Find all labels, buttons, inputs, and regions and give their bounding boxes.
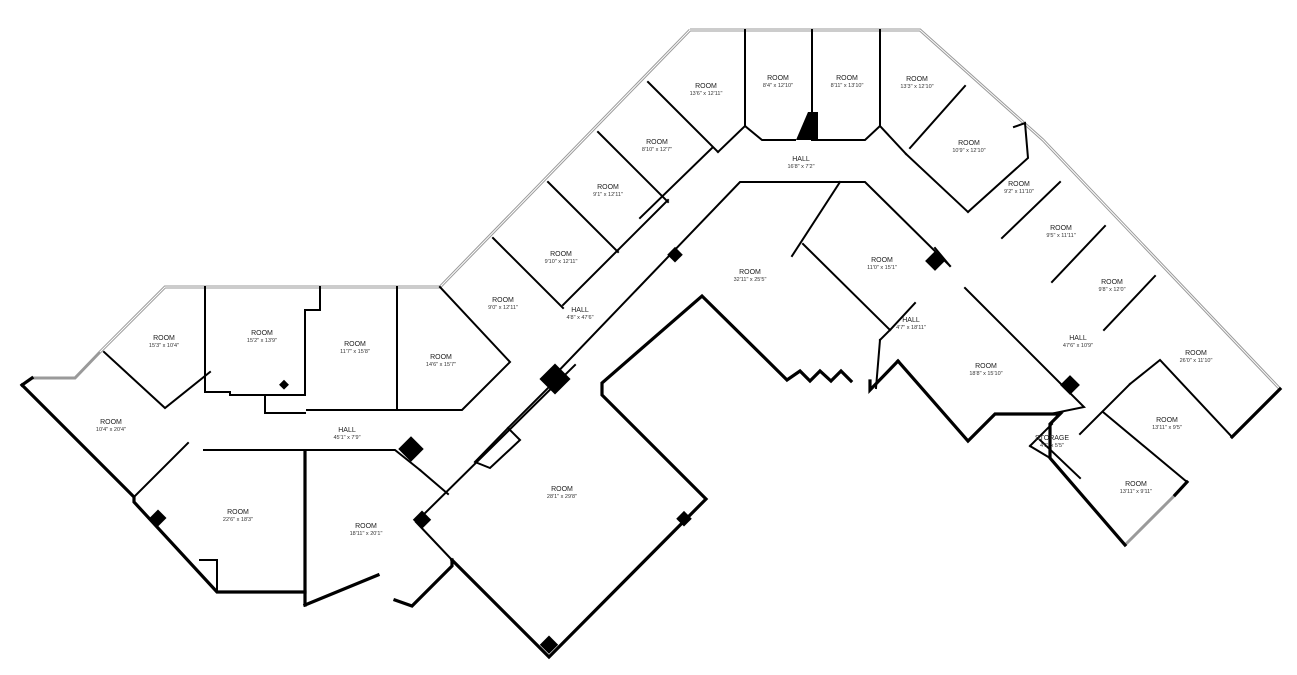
- room-dimension: 8'11" x 13'10": [831, 83, 864, 89]
- room-dimension: 8'10" x 12'7": [642, 147, 672, 153]
- room-dimension: 9'10" x 12'11": [545, 259, 578, 265]
- room-label: ROOM: [871, 257, 893, 264]
- room-dimension: 14'6" x 15'7": [426, 362, 456, 368]
- room-dimension: 13'11" x 9'11": [1120, 489, 1152, 495]
- room-label: ROOM: [695, 83, 717, 90]
- room-dimension: 18'8" x 15'10": [969, 371, 1002, 377]
- room-label: ROOM: [100, 419, 122, 426]
- hall-label: HALL: [792, 156, 810, 163]
- room-label: ROOM: [550, 251, 572, 258]
- room-dimension: 15'3" x 10'4": [149, 343, 179, 349]
- room-dimension: 26'0" x 11'10": [1180, 358, 1213, 364]
- storage-label: STORAGE: [1035, 435, 1069, 442]
- room-dimension: 9'8" x 12'0": [1098, 287, 1125, 293]
- room-dimension: 13'3" x 12'10": [900, 84, 933, 90]
- room-label: ROOM: [153, 335, 175, 342]
- room-dimension: 9'0" x 12'11": [488, 305, 518, 311]
- interior-walls: [102, 29, 1234, 593]
- room-label: ROOM: [975, 363, 997, 370]
- room-dimension: 13'6" x 12'11": [690, 91, 723, 97]
- room-label: ROOM: [958, 140, 980, 147]
- room-label: ROOM: [355, 523, 377, 530]
- hall-dimension: 47'6" x 10'9": [1063, 343, 1093, 349]
- room-label: ROOM: [1125, 481, 1147, 488]
- column-right: [1060, 375, 1080, 395]
- room-label: ROOM: [344, 341, 366, 348]
- column-left-hall: [398, 436, 424, 462]
- room-dimension: 13'11" x 9'5": [1152, 425, 1182, 431]
- room-dimension: 32'11" x 25'5": [734, 277, 767, 283]
- room-label: ROOM: [1101, 279, 1123, 286]
- room-dimension: 22'6" x 18'3": [223, 517, 253, 523]
- room-label: ROOM: [1050, 225, 1072, 232]
- column-core: [925, 251, 945, 271]
- room-label: ROOM: [767, 75, 789, 82]
- room-dimension: 10'9" x 12'10": [952, 148, 985, 154]
- room-dimension: 11'7" x 15'8": [340, 349, 370, 355]
- room-label: ROOM: [836, 75, 858, 82]
- column-bigroom-left: [412, 510, 432, 529]
- room-label: ROOM: [739, 269, 761, 276]
- column-top: [796, 112, 818, 140]
- room-label: ROOM: [251, 330, 273, 337]
- room-dimension: 15'2" x 13'9": [247, 338, 277, 344]
- hall-label: HALL: [338, 427, 356, 434]
- columns: [149, 112, 1080, 654]
- room-dimension: 9'2" x 11'10": [1004, 189, 1034, 195]
- hall-dimension: 16'8" x 7'2": [787, 164, 814, 170]
- room-label: ROOM: [1185, 350, 1207, 357]
- hall-dimension: 45'1" x 7'9": [333, 435, 360, 441]
- hall-dimension: 4'8" x 47'6": [566, 315, 593, 321]
- column-bigroom-right: [676, 510, 692, 527]
- column-hall: [667, 246, 683, 263]
- room-dimension: 18'11" x 20'1": [350, 531, 383, 537]
- room-label: ROOM: [597, 184, 619, 191]
- room-label: ROOM: [1156, 417, 1178, 424]
- storage-dimension: 4'6" x 5'5": [1040, 443, 1064, 449]
- room-label: ROOM: [227, 509, 249, 516]
- shaft-center: [539, 363, 571, 395]
- room-dimension: 10'4" x 20'4": [96, 427, 126, 433]
- room-label: ROOM: [646, 139, 668, 146]
- column-small: [279, 379, 289, 390]
- hall-label: HALL: [571, 307, 589, 314]
- room-label: ROOM: [492, 297, 514, 304]
- hall-label: HALL: [1069, 335, 1087, 342]
- exterior-walls: [19, 293, 1283, 660]
- room-dimension: 11'0" x 15'1": [867, 265, 897, 271]
- room-dimension: 8'4" x 12'10": [763, 83, 793, 89]
- hall-dimension: 4'7" x 18'11": [896, 325, 926, 331]
- windows: [32, 28, 1282, 547]
- room-label: ROOM: [906, 76, 928, 83]
- room-dimension: 9'5" x 11'11": [1046, 233, 1075, 239]
- room-label: ROOM: [1008, 181, 1030, 188]
- room-dimension: 28'1" x 29'8": [547, 494, 577, 500]
- column-left: [149, 509, 167, 527]
- room-label: ROOM: [551, 486, 573, 493]
- hall-label: HALL: [902, 317, 920, 324]
- column-bigroom-bottom: [539, 635, 559, 654]
- room-label: ROOM: [430, 354, 452, 361]
- room-dimension: 9'1" x 12'11": [593, 192, 623, 198]
